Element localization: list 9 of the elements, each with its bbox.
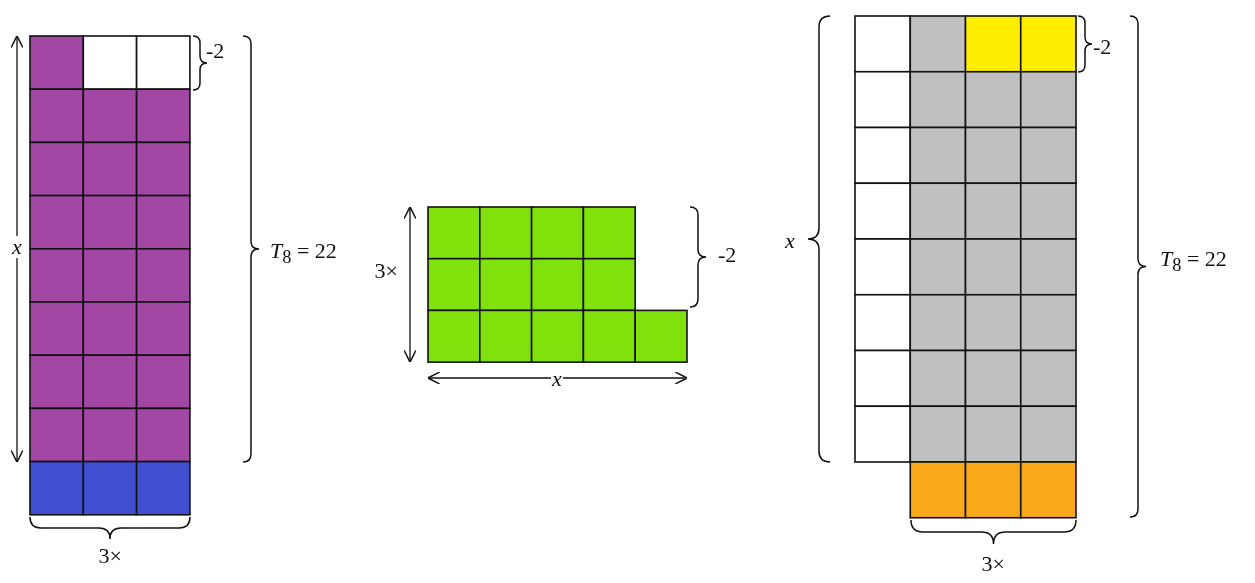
- math-label: 3×: [981, 553, 1005, 575]
- math-label: -2: [718, 244, 737, 266]
- math-label: -2: [206, 40, 225, 62]
- math-label: T$_{8}$ = 22: [1160, 248, 1227, 275]
- math-label: T$_{8}$ = 22: [270, 240, 337, 267]
- math-label: x: [11, 236, 23, 258]
- math-label: -2: [1093, 36, 1112, 58]
- math-label: 3×: [98, 545, 122, 567]
- math-label: 3×: [374, 260, 398, 282]
